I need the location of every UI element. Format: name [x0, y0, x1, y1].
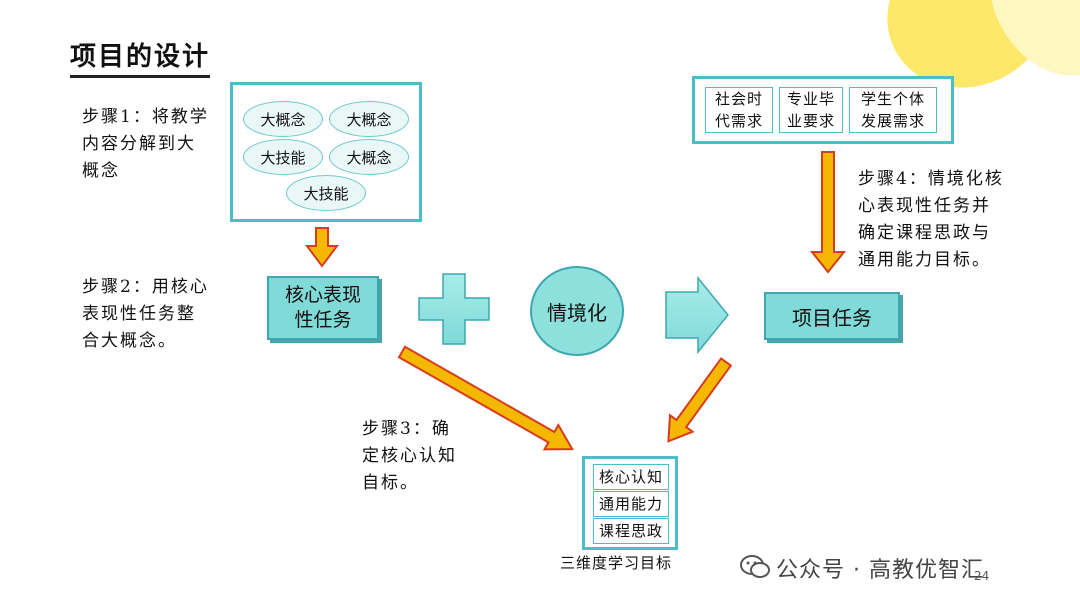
step3-text: 步骤3：确 定核心认知 自标。 — [362, 416, 457, 497]
plus-icon — [418, 273, 490, 345]
step2-line: 步骤2：用核心 — [82, 277, 209, 297]
step2-line: 合大概念。 — [82, 331, 177, 351]
step4-line: 确定课程思政与 — [858, 223, 991, 243]
core-task-line: 性任务 — [294, 309, 352, 331]
step4-line: 心表现性任务并 — [858, 196, 991, 216]
needs-box: 社会时代需求 专业毕业要求 学生个体发展需求 — [692, 76, 954, 144]
need-item: 学生个体发展需求 — [849, 87, 937, 133]
step2-text: 步骤2：用核心 表现性任务整 合大概念。 — [82, 274, 209, 355]
step1-text: 步骤1：将教学 内容分解到大 概念 — [82, 104, 209, 185]
step3-line: 定核心认知 — [362, 446, 457, 466]
skill-oval: 大技能 — [243, 139, 323, 175]
diagonal-arrow-icon — [667, 357, 733, 443]
step4-text: 步骤4：情境化核 心表现性任务并 确定课程思政与 通用能力目标。 — [858, 166, 1004, 274]
step3-line: 步骤3：确 — [362, 419, 451, 439]
wechat-icon — [740, 553, 770, 581]
step4-line: 步骤4：情境化核 — [858, 169, 1004, 189]
step1-line: 步骤1：将教学 — [82, 107, 209, 127]
goals-caption: 三维度学习目标 — [560, 554, 673, 572]
right-arrow-icon — [665, 275, 729, 355]
core-task-line: 核心表现 — [284, 284, 361, 306]
contextualize-circle: 情境化 — [530, 266, 624, 356]
core-task-box: 核心表现 性任务 — [267, 276, 379, 340]
step2-line: 表现性任务整 — [82, 304, 196, 324]
need-item: 社会时代需求 — [705, 87, 773, 133]
down-arrow-icon — [305, 227, 339, 268]
concept-oval: 大概念 — [329, 101, 409, 137]
down-arrow-icon — [809, 151, 847, 274]
concept-oval: 大概念 — [329, 139, 409, 175]
page-title: 项目的设计 — [70, 36, 211, 78]
page-number: 24 — [974, 569, 990, 583]
decorative-yellow-shapes — [887, 0, 1080, 88]
concept-oval: 大概念 — [243, 101, 323, 137]
watermark-text: 公众号 · 高教优智汇 — [776, 558, 984, 583]
goal-item: 通用能力 — [593, 491, 669, 517]
goal-item: 课程思政 — [593, 518, 669, 544]
step1-line: 概念 — [82, 161, 120, 181]
skill-oval: 大技能 — [286, 175, 366, 211]
big-concepts-box: 大概念 大概念 大技能 大概念 大技能 — [230, 82, 422, 222]
step1-line: 内容分解到大 — [82, 134, 196, 154]
need-item: 专业毕业要求 — [779, 87, 843, 133]
step4-line: 通用能力目标。 — [858, 250, 991, 270]
diagonal-arrow-icon — [397, 345, 574, 451]
goals-box: 核心认知 通用能力 课程思政 — [582, 456, 678, 550]
project-task-box: 项目任务 — [764, 292, 900, 340]
goal-item: 核心认知 — [593, 464, 669, 490]
step3-line: 自标。 — [362, 473, 419, 493]
